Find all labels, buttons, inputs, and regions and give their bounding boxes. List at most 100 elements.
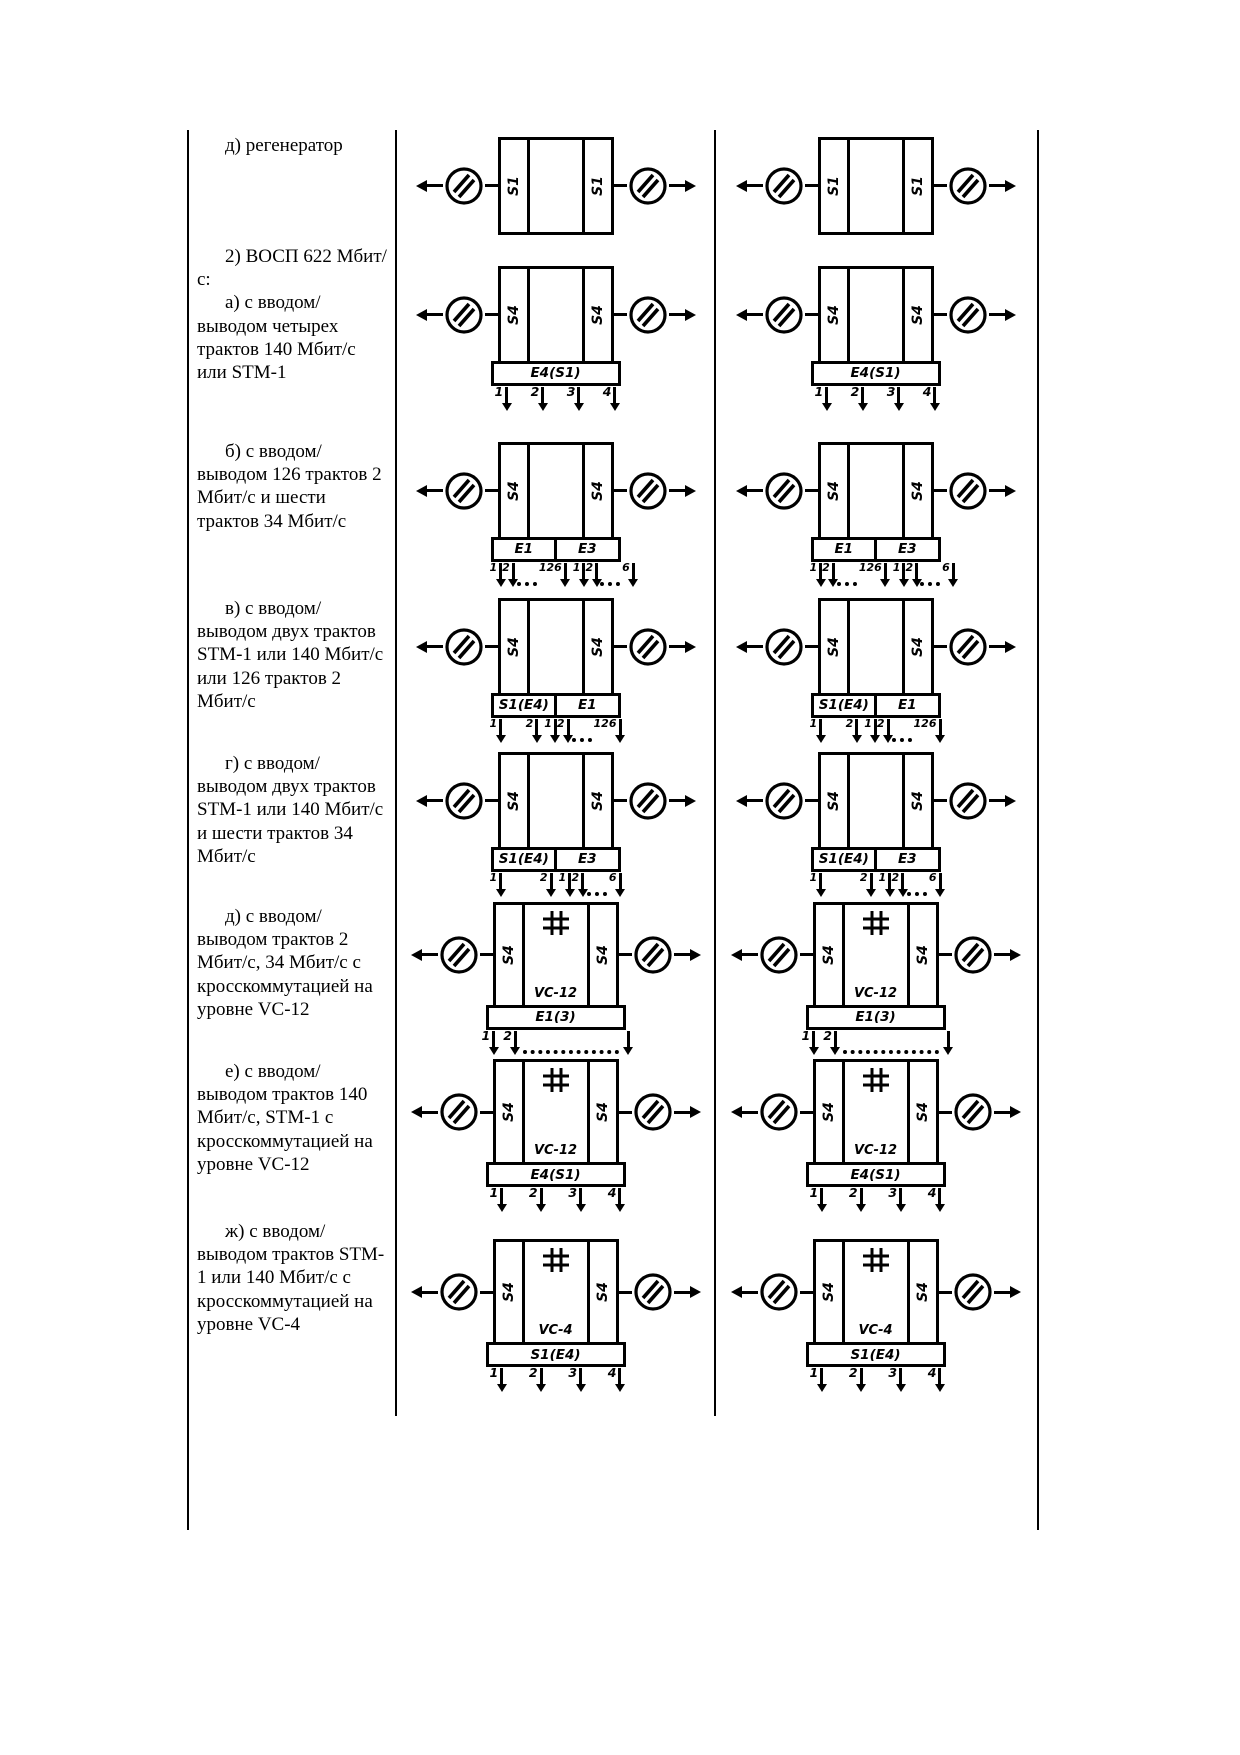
mux-scheme: S4 S4 E4(S1) 1 2 3 4 <box>735 265 1016 411</box>
fiber-line <box>618 953 632 956</box>
fiber-line <box>668 645 685 648</box>
scheme-cell-left: S4 VC-12 S4 E4(S1) 1 2 <box>395 1056 714 1216</box>
down-arrow-icon <box>880 562 891 587</box>
down-arrow-icon <box>897 872 908 897</box>
tributary-bar: E3 <box>874 536 941 562</box>
row-description: д) с вводом/выводом трактов 2 Мбит/с, 34… <box>197 906 373 1020</box>
fiber-line <box>746 313 763 316</box>
down-arrow-icon <box>948 562 959 587</box>
cross-connect-scheme: S4 VC-12 S4 E1(3) 1 2 <box>730 901 1021 1055</box>
cross-connect-level: VC-12 <box>853 1143 898 1158</box>
outgoing-arrow-icon <box>730 948 742 961</box>
aggregate-port-left: S4 <box>496 1062 525 1162</box>
schemes-table: д) регенератор S1 S1 <box>187 130 1039 1530</box>
tributary-ports: 1 2 <box>802 1029 953 1055</box>
scheme-cell-right: S4 S4 E1 E3 1 2 126 <box>714 436 1035 593</box>
fiber-line <box>426 313 443 316</box>
tributary-port: 4 <box>928 1366 945 1392</box>
scheme-cell-left: S4 S4 S1(E4) E3 1 2 1 <box>395 748 714 901</box>
table-row: 2) ВОСП 622 Мбит/с: а) с вводом/выводом … <box>189 241 1037 436</box>
outgoing-arrow-icon <box>735 484 747 497</box>
aggregate-port-left: S4 <box>501 444 530 537</box>
scheme-cell-right: S1 S1 <box>714 130 1035 241</box>
ellipsis-dots <box>586 872 607 896</box>
fiber-line <box>613 645 627 648</box>
optical-interface-icon <box>764 471 803 510</box>
aggregate-port-left: S4 <box>821 600 850 693</box>
fiber-line <box>421 953 438 956</box>
fiber-line <box>479 1290 493 1294</box>
fiber-line <box>988 645 1005 648</box>
down-arrow-icon <box>591 562 602 587</box>
fiber-line <box>673 1290 690 1294</box>
cross-connect-level: VC-12 <box>533 1143 578 1158</box>
tributary-port: 1 <box>802 1029 819 1055</box>
fiber-line <box>484 313 498 316</box>
outgoing-arrow-icon <box>1004 308 1016 321</box>
aggregate-port-right: S4 <box>901 754 931 847</box>
equipment-box: S4 S4 E1 E3 1 2 126 <box>490 441 639 587</box>
scheme-cell-left: S4 S4 E4(S1) 1 2 3 4 <box>395 241 714 436</box>
scheme-cell-right: S4 S4 E4(S1) 1 2 3 4 <box>714 241 1035 436</box>
aggregate-port-right: S4 <box>586 1062 616 1162</box>
outgoing-arrow-icon <box>684 484 696 497</box>
table-row: д) с вводом/выводом трактов 2 Мбит/с, 34… <box>189 901 1037 1056</box>
fiber-line <box>421 1110 438 1114</box>
tributary-bar: S1(E4) <box>810 692 877 718</box>
box-center <box>850 269 902 361</box>
description-cell: б) с вводом/выводом 126 трактов 2 Мбит/с… <box>189 436 395 593</box>
optical-interface-icon <box>948 627 987 666</box>
down-arrow-icon <box>828 562 839 587</box>
aggregate-port-left: S4 <box>501 754 530 847</box>
fiber-line <box>799 953 813 956</box>
down-arrow-icon <box>510 1030 521 1055</box>
tributary-bar-row: E1 E3 <box>810 536 941 562</box>
box-center: VC-12 <box>845 905 907 1005</box>
down-arrow-icon <box>573 386 584 411</box>
fiber-line <box>799 1110 813 1114</box>
down-arrow-icon <box>536 1188 547 1212</box>
outgoing-arrow-icon <box>689 1286 701 1298</box>
outgoing-arrow-icon <box>1004 794 1016 807</box>
tributary-ports: 1 2 126 1 2 6 <box>807 562 959 587</box>
optical-interface-icon <box>628 781 667 820</box>
tributary-port: 2 <box>851 385 868 411</box>
tributary-port: 3 <box>568 1186 586 1212</box>
aggregate-port-left: S1 <box>501 139 530 232</box>
outgoing-arrow-icon <box>730 1286 742 1298</box>
equipment-box: S4 S4 S1(E4) E3 1 2 1 <box>490 751 625 897</box>
outgoing-arrow-icon <box>1009 948 1021 961</box>
outgoing-arrow-icon <box>730 1106 742 1118</box>
fiber-line <box>426 489 443 492</box>
port-group: 1 2 126 <box>541 718 625 743</box>
down-arrow-icon <box>870 718 881 743</box>
scheme-cell-right: S4 VC-4 S4 S1(E4) 1 2 <box>714 1216 1035 1416</box>
outgoing-arrow-icon <box>1009 1286 1021 1298</box>
scheme-cell-left: S4 VC-4 S4 S1(E4) 1 2 <box>395 1216 714 1416</box>
tributary-bar: E1(3) <box>805 1004 946 1030</box>
down-arrow-icon <box>856 1188 867 1212</box>
tributary-bar: E1(3) <box>485 1004 626 1030</box>
aggregate-port-left: S4 <box>816 904 845 1005</box>
optical-interface-icon <box>953 935 992 974</box>
mux-scheme: S4 S4 S1(E4) E1 1 2 1 <box>735 597 1016 743</box>
scheme-cell-right: S4 VC-12 S4 E1(3) 1 2 <box>714 901 1035 1056</box>
optical-interface-icon <box>444 781 483 820</box>
down-arrow-icon <box>857 386 868 411</box>
ellipsis-dots <box>906 872 927 896</box>
down-arrow-icon <box>564 872 575 897</box>
fiber-line <box>804 645 818 648</box>
outgoing-arrow-icon <box>735 308 747 321</box>
tributary-ports: 1 2 3 4 <box>487 385 625 411</box>
equipment-box: S4 VC-12 S4 E4(S1) 1 2 <box>485 1059 626 1212</box>
port-group: 1 2 126 <box>487 562 571 587</box>
down-arrow-icon <box>884 872 895 897</box>
aggregate-port-left: S1 <box>821 139 850 232</box>
row-description: б) с вводом/выводом 126 трактов 2 Мбит/с… <box>197 441 382 532</box>
box-center <box>530 140 582 232</box>
tributary-port: 1 <box>490 1366 507 1392</box>
outgoing-arrow-icon <box>415 484 427 497</box>
down-arrow-icon <box>943 1030 953 1055</box>
tributary-bar-row: E1 E3 <box>490 536 621 562</box>
table-row: д) регенератор S1 S1 <box>189 130 1037 241</box>
